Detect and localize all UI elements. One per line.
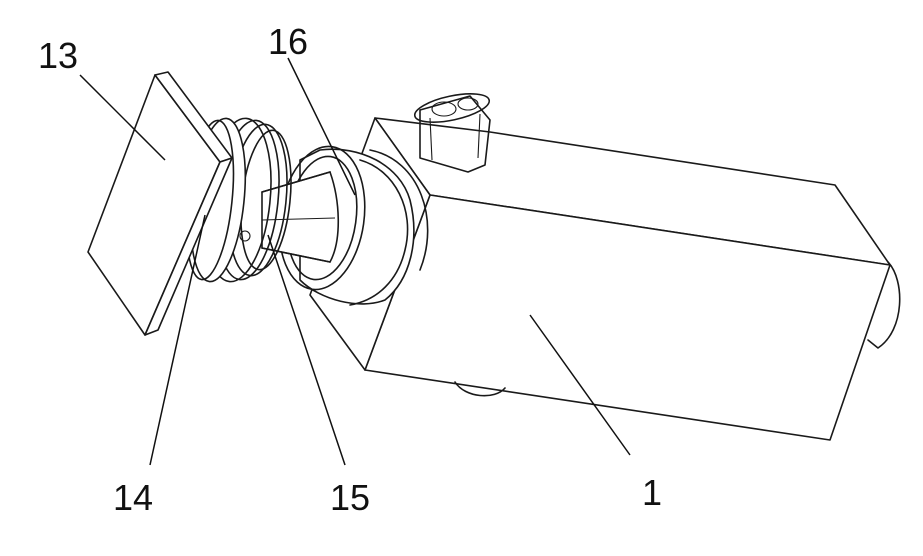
plate bbox=[88, 72, 232, 335]
label-part-1: 1 bbox=[642, 472, 662, 513]
label-part-13: 13 bbox=[38, 35, 78, 76]
label-part-15: 15 bbox=[330, 477, 370, 518]
label-part-14: 14 bbox=[113, 477, 153, 518]
cone bbox=[262, 172, 338, 262]
label-part-16: 16 bbox=[268, 21, 308, 62]
